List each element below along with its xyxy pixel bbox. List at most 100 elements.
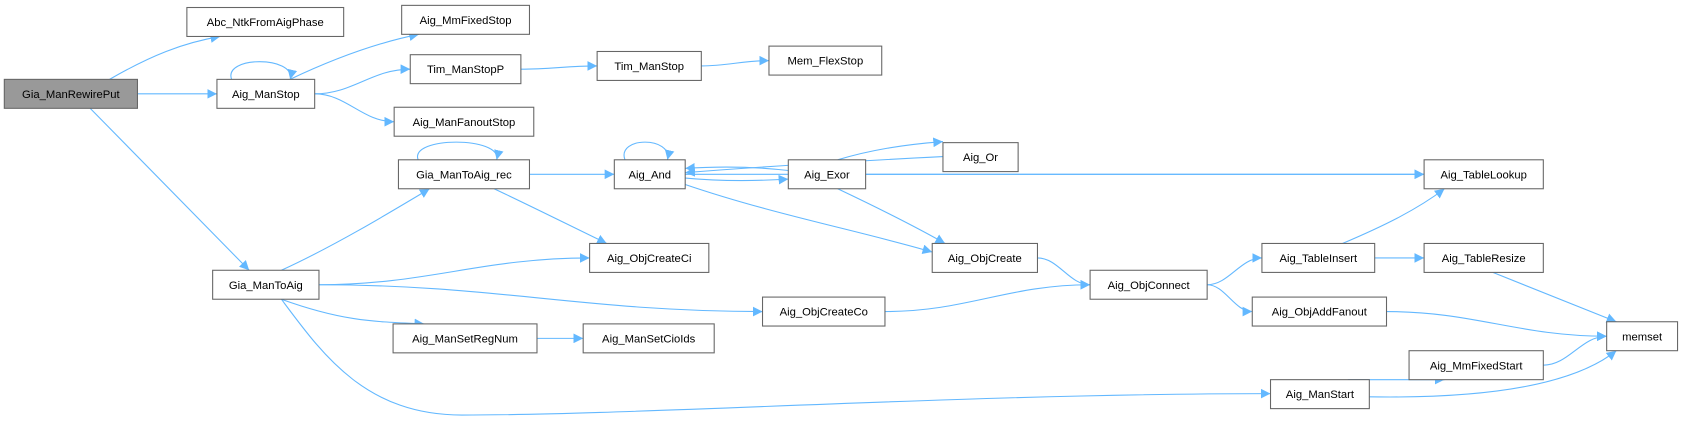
node-label: Aig_ObjAddFanout — [1272, 307, 1368, 319]
edge-Aig_ObjCreate-to-Aig_ObjConnect — [1037, 257, 1091, 290]
node-label: Aig_MmFixedStop — [420, 15, 512, 27]
node-label: Gia_ManToAig_rec — [416, 169, 512, 181]
edge-Aig_Exor-to-Aig_Or — [837, 137, 943, 161]
node-box — [216, 78, 316, 109]
node-label: Tim_ManStopP — [427, 64, 504, 76]
node-Mem_FlexStop[interactable]: Mem_FlexStop — [768, 45, 883, 76]
node-box — [1261, 242, 1376, 273]
node-Aig_ObjCreateCo[interactable]: Aig_ObjCreateCo — [761, 296, 886, 327]
node-label: Aig_ManSetRegNum — [412, 333, 518, 345]
node-Aig_ManStop[interactable]: Aig_ManStop — [216, 78, 316, 109]
node-Aig_MmFixedStart[interactable]: Aig_MmFixedStart — [1408, 350, 1544, 381]
node-Aig_ObjCreateCi[interactable]: Aig_ObjCreateCi — [589, 242, 710, 273]
edges-layer — [89, 31, 1617, 416]
edge-Gia_ManToAig-to-Aig_ObjCreateCi — [318, 253, 590, 286]
node-box — [186, 6, 345, 38]
edge-Gia_ManToAig-to-Gia_ManToAig_rec — [281, 188, 430, 271]
edge-Aig_MmFixedStart-to-memset — [1543, 331, 1607, 366]
node-Aig_Exor[interactable]: Aig_Exor — [787, 159, 867, 190]
edge-Gia_ManToAig-to-Aig_ObjCreateCo — [318, 284, 763, 317]
node-label: Aig_Exor — [804, 169, 850, 181]
edge-Aig_Exor-to-Aig_ObjCreate — [837, 188, 946, 244]
node-box — [1606, 321, 1679, 352]
node-Aig_And[interactable]: Aig_And — [613, 159, 686, 190]
node-box — [212, 269, 320, 300]
node-label: Gia_ManRewirePut — [22, 89, 120, 101]
node-box — [1408, 350, 1544, 381]
edge-Aig_TableInsert-to-Aig_TableLookup — [1342, 188, 1445, 244]
node-Abc_NtkFromAigPhase[interactable]: Abc_NtkFromAigPhase — [186, 6, 345, 38]
edge-Aig_TableResize-to-memset — [1492, 271, 1617, 323]
node-label: Aig_TableLookup — [1441, 169, 1527, 181]
edge-Aig_ManStop-to-Tim_ManStopP — [314, 64, 411, 95]
node-box — [397, 159, 531, 190]
node-Aig_Or[interactable]: Aig_Or — [942, 142, 1019, 173]
node-Aig_ObjAddFanout[interactable]: Aig_ObjAddFanout — [1251, 296, 1388, 327]
node-label: Tim_ManStop — [614, 61, 684, 73]
edge-Tim_ManStop-to-Mem_FlexStop — [701, 55, 769, 67]
node-Aig_ManSetCioIds[interactable]: Aig_ManSetCioIds — [582, 323, 715, 354]
node-Gia_ManToAig[interactable]: Gia_ManToAig — [212, 269, 320, 300]
node-Aig_ManFanoutStop[interactable]: Aig_ManFanoutStop — [393, 106, 535, 137]
node-Aig_TableInsert[interactable]: Aig_TableInsert — [1261, 242, 1376, 273]
node-Tim_ManStop[interactable]: Tim_ManStop — [596, 50, 702, 81]
edge-Aig_ObjConnect-to-Aig_TableInsert — [1207, 253, 1262, 286]
node-label: Aig_ObjConnect — [1108, 280, 1191, 292]
node-box — [1423, 242, 1544, 273]
edge-Aig_ObjAddFanout-to-memset — [1386, 311, 1607, 342]
edge-Aig_ObjCreateCo-to-Aig_ObjConnect — [884, 279, 1091, 313]
node-box — [589, 242, 710, 273]
node-label: Gia_ManToAig — [229, 280, 303, 292]
node-label: Aig_ObjCreateCo — [780, 307, 868, 319]
node-label: Abc_NtkFromAigPhase — [207, 17, 324, 29]
edge-Aig_ManStop-to-Aig_ManFanoutStop — [314, 93, 395, 127]
node-box — [1423, 159, 1544, 190]
node-Aig_MmFixedStop[interactable]: Aig_MmFixedStop — [401, 4, 531, 35]
node-box — [409, 54, 522, 85]
edge-Aig_ManStop-to-Aig_ManStop — [230, 61, 298, 80]
node-Aig_TableLookup[interactable]: Aig_TableLookup — [1423, 159, 1544, 190]
edge-Tim_ManStopP-to-Tim_ManStop — [520, 61, 598, 71]
edge-Aig_Exor-to-Aig_And — [685, 162, 789, 173]
node-Tim_ManStopP[interactable]: Tim_ManStopP — [409, 54, 522, 85]
edge-Gia_ManRewirePut-to-Abc_NtkFromAigPhase — [109, 33, 221, 80]
edge-Aig_And-to-Aig_And — [623, 141, 675, 160]
node-label: Aig_ManStop — [232, 89, 300, 101]
node-box — [582, 323, 715, 354]
node-box — [393, 106, 535, 137]
node-label: Aig_ObjCreate — [948, 253, 1022, 265]
node-label: Mem_FlexStop — [787, 56, 863, 68]
node-label: Aig_And — [628, 169, 671, 181]
node-box — [768, 45, 883, 76]
node-Gia_ManToAig_rec[interactable]: Gia_ManToAig_rec — [397, 159, 531, 190]
edge-Gia_ManToAig-to-Aig_ManSetRegNum — [281, 298, 425, 329]
edge-Aig_ManStart-to-memset — [1369, 350, 1617, 398]
node-memset[interactable]: memset — [1606, 321, 1679, 352]
node-Aig_TableResize[interactable]: Aig_TableResize — [1423, 242, 1544, 273]
node-box — [787, 159, 867, 190]
node-box — [1269, 379, 1370, 410]
node-box — [401, 4, 531, 35]
edge-Aig_ManStop-to-Aig_MmFixedStop — [289, 31, 419, 80]
node-box — [613, 159, 686, 190]
node-box — [942, 142, 1019, 173]
node-label: memset — [1622, 331, 1663, 343]
node-label: Aig_TableInsert — [1280, 253, 1358, 265]
node-Aig_ObjCreate[interactable]: Aig_ObjCreate — [931, 242, 1039, 273]
node-label: Aig_TableResize — [1442, 253, 1526, 265]
node-Aig_ObjConnect[interactable]: Aig_ObjConnect — [1089, 269, 1208, 300]
node-label: Aig_ObjCreateCi — [607, 253, 691, 265]
edge-Gia_ManRewirePut-to-Gia_ManToAig — [89, 107, 250, 271]
node-label: Aig_ManFanoutStop — [413, 117, 516, 129]
edge-Aig_And-to-Aig_ObjCreate — [685, 183, 933, 254]
node-label: Aig_Or — [963, 152, 998, 164]
edge-Gia_ManToAig-to-Aig_ManStart — [280, 298, 1271, 416]
node-Aig_ManSetRegNum[interactable]: Aig_ManSetRegNum — [392, 323, 538, 354]
node-box — [1251, 296, 1388, 327]
node-Gia_ManRewirePut[interactable]: Gia_ManRewirePut — [3, 78, 139, 109]
node-box — [596, 50, 702, 81]
node-Aig_ManStart[interactable]: Aig_ManStart — [1269, 379, 1370, 410]
edge-Gia_ManToAig_rec-to-Aig_ObjCreateCi — [493, 188, 608, 244]
